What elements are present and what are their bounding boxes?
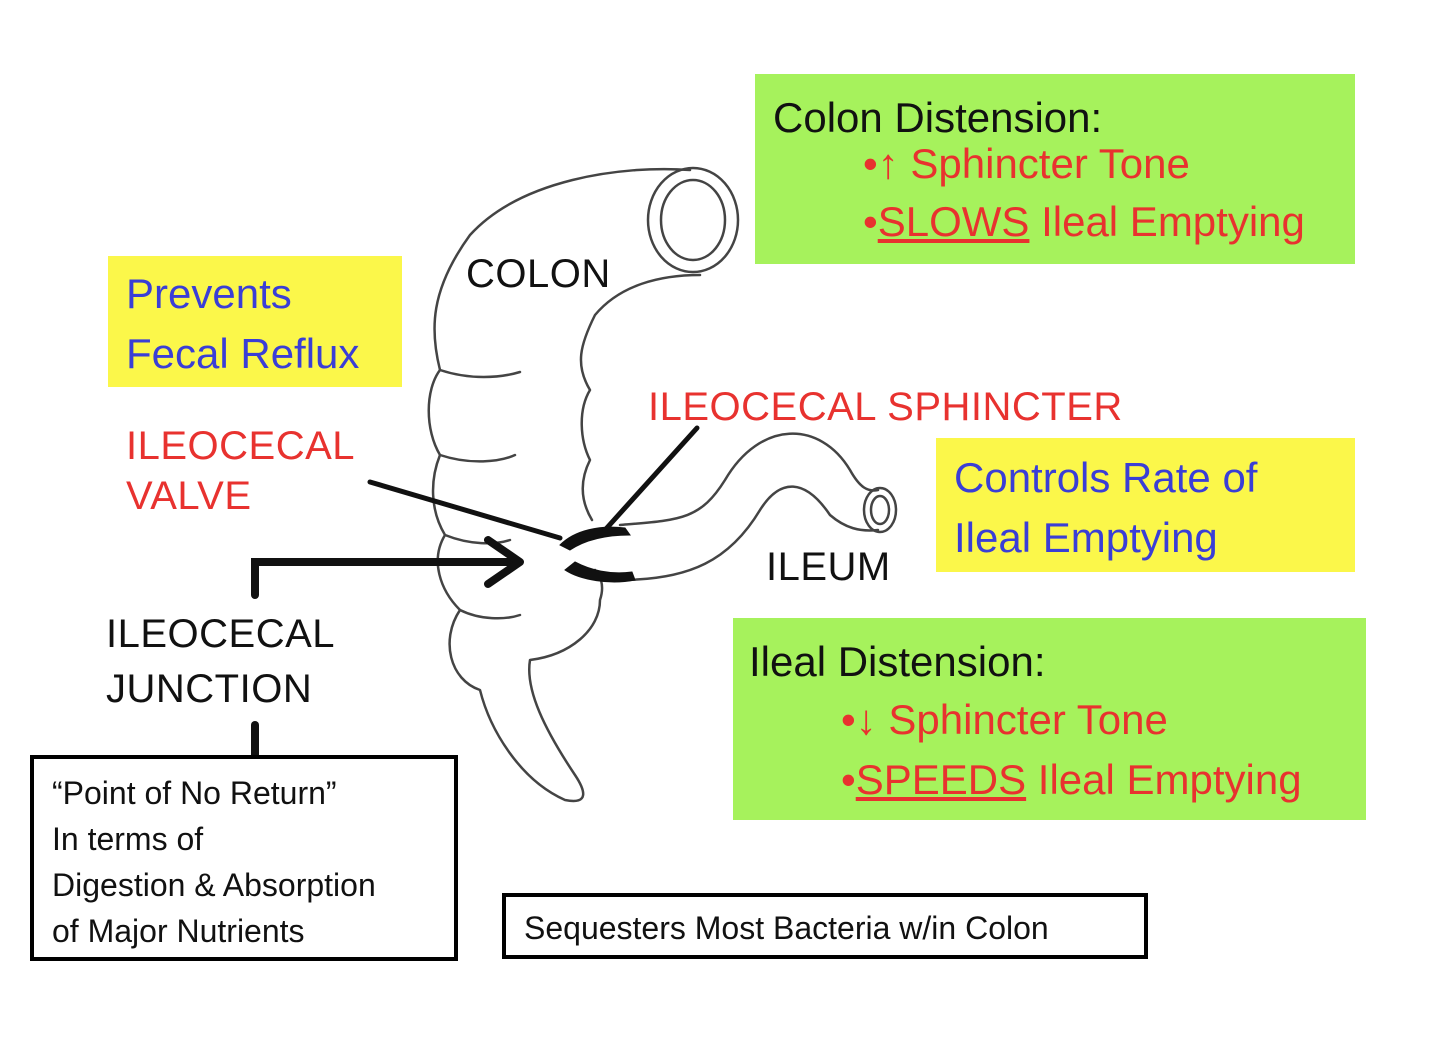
point-line-4: of Major Nutrients: [52, 913, 305, 949]
bullet: •: [841, 756, 856, 803]
controls-rate-box: Controls Rate of Ileal Emptying: [936, 438, 1355, 572]
prevents-reflux-box: Prevents Fecal Reflux: [108, 256, 402, 387]
ileal-distension-bullet-1: •↓ Sphincter Tone: [841, 696, 1168, 743]
colon-distension-bullet-2: •SLOWS Ileal Emptying: [863, 198, 1305, 245]
bacteria-text: Sequesters Most Bacteria w/in Colon: [524, 910, 1049, 946]
point-of-no-return-box: “Point of No Return” In terms of Digesti…: [30, 755, 458, 961]
bullet: •: [841, 696, 856, 743]
colon-label: COLON: [466, 252, 611, 296]
colon-inner-outline: [579, 273, 702, 522]
ileum-label: ILEUM: [766, 545, 891, 589]
controls-line-2: Ileal Emptying: [954, 514, 1218, 561]
up-arrow-icon: ↑: [877, 140, 899, 187]
ileum-outline: [618, 432, 880, 527]
bacteria-box: Sequesters Most Bacteria w/in Colon: [502, 893, 1148, 959]
controls-line-1: Controls Rate of: [954, 454, 1258, 501]
ileocecal-junction-label-1: ILEOCECAL: [106, 612, 336, 656]
sphincter-lower: [564, 561, 636, 583]
ileal-distension-bullet-2: •SPEEDS Ileal Emptying: [841, 756, 1302, 803]
prevents-line-2: Fecal Reflux: [126, 330, 360, 377]
ileocecal-valve-label-1: ILEOCECAL: [126, 424, 356, 468]
valve-pointer: [367, 479, 563, 541]
sphincter-upper: [559, 526, 631, 551]
ileocecal-valve-label-2: VALVE: [126, 474, 252, 518]
slows-text: SLOWS: [877, 198, 1030, 245]
junction-arrow: [251, 558, 514, 599]
colon-distension-bullet-1: •↑ Sphincter Tone: [863, 140, 1190, 187]
ileocecal-junction-label-2: JUNCTION: [106, 667, 313, 711]
bullet: •: [863, 198, 878, 245]
ileal-distension-box: Ileal Distension: •↓ Sphincter Tone •SPE…: [733, 618, 1366, 820]
point-line-2: In terms of: [52, 821, 204, 857]
colon-outline: [427, 167, 692, 803]
down-arrow-icon: ↓: [855, 696, 877, 743]
speeds-text: SPEEDS: [855, 756, 1027, 803]
point-line-3: Digestion & Absorption: [52, 867, 376, 903]
colon-distension-title: Colon Distension:: [773, 94, 1103, 141]
sphincter-pointer: [602, 425, 700, 533]
ileocecal-sphincter-label: ILEOCECAL SPHINCTER: [648, 385, 1123, 429]
bullet: •: [863, 140, 878, 187]
point-line-1: “Point of No Return”: [52, 775, 337, 811]
prevents-line-1: Prevents: [126, 270, 292, 317]
colon-distension-box: Colon Distension: •↑ Sphincter Tone •SLO…: [755, 74, 1355, 264]
ileal-distension-title: Ileal Distension:: [749, 638, 1046, 685]
